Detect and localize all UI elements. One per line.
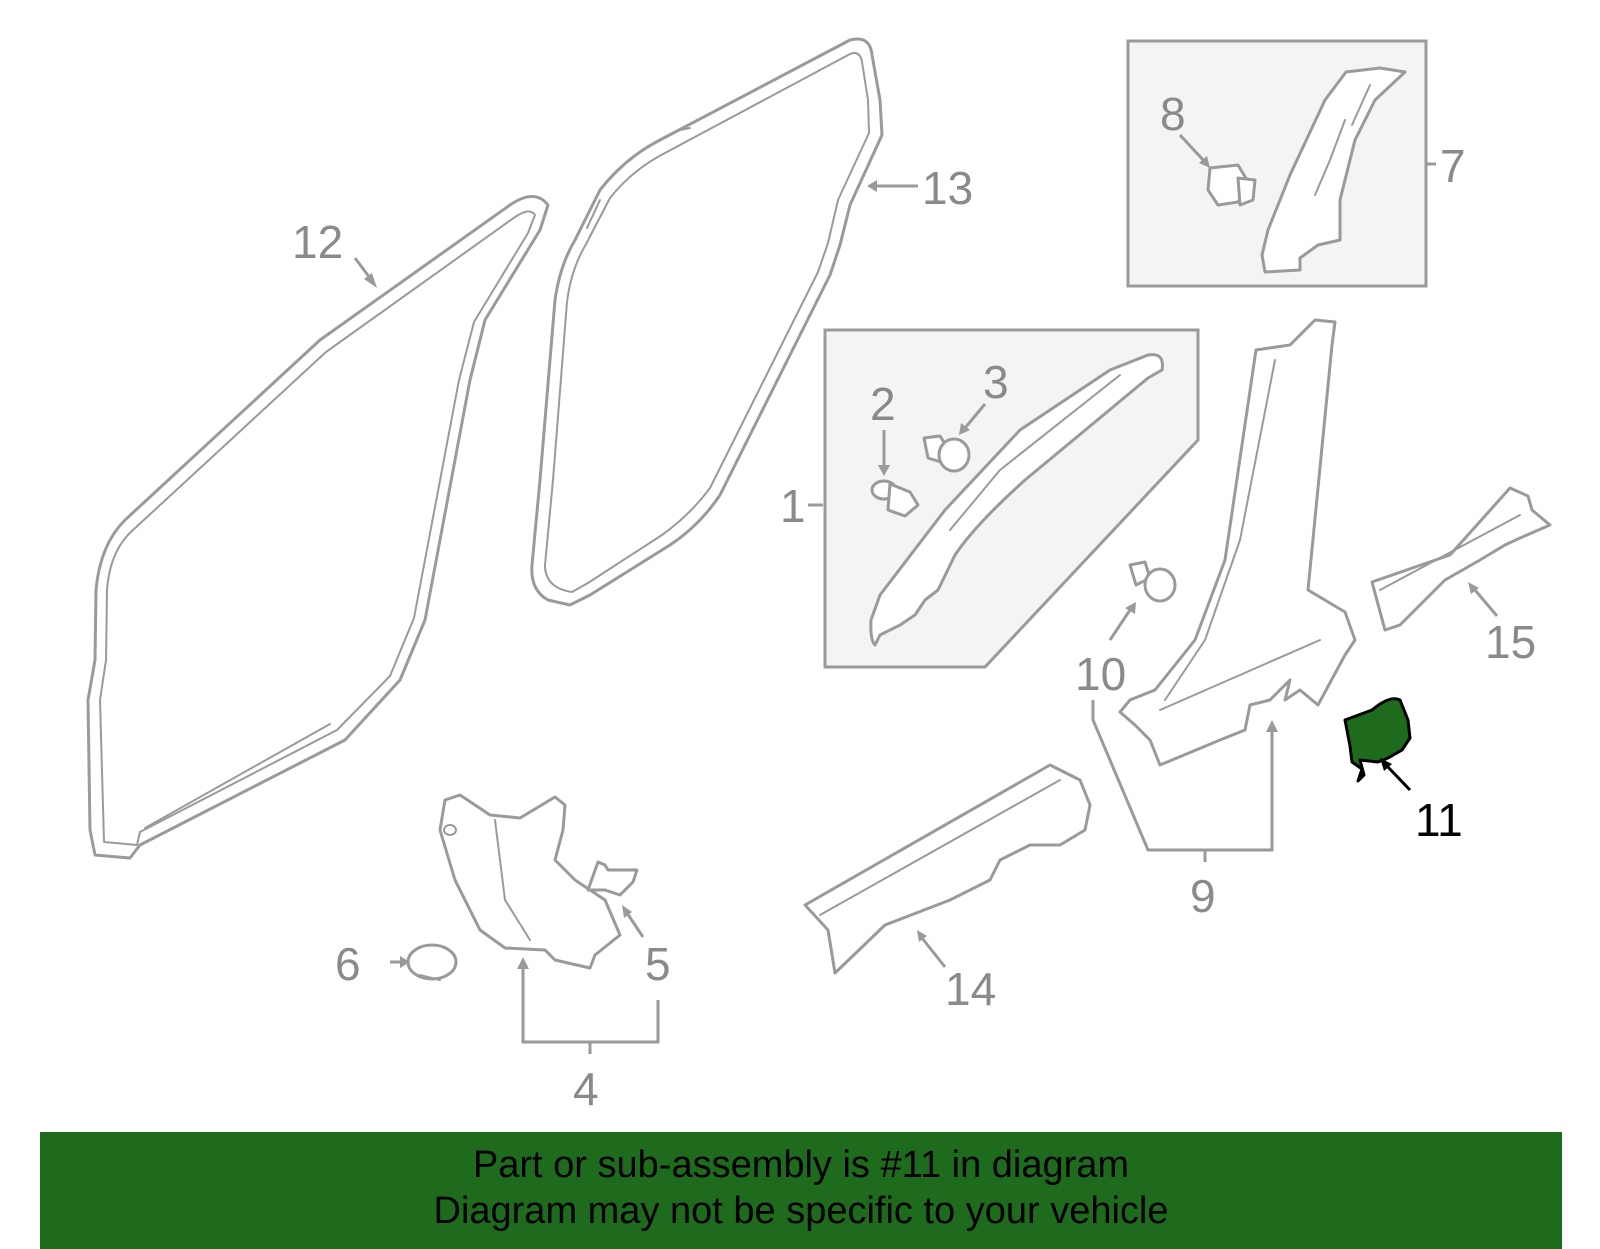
part-14-scuff-plate[interactable] xyxy=(803,763,1092,975)
part-11-highlighted[interactable] xyxy=(1343,697,1412,783)
leader-lines xyxy=(353,133,1499,1054)
banner-line-2: Diagram may not be specific to your vehi… xyxy=(433,1190,1169,1232)
part-15-scuff-plate[interactable] xyxy=(1370,486,1552,632)
callout-3: 3 xyxy=(983,356,1009,408)
part-5-clip[interactable] xyxy=(586,860,639,897)
part-13-weatherstrip[interactable] xyxy=(530,37,884,607)
part-8-clip[interactable] xyxy=(1206,163,1257,207)
callout-13: 13 xyxy=(922,162,973,214)
part-11-shape[interactable] xyxy=(1343,697,1412,783)
callout-4: 4 xyxy=(573,1063,599,1115)
callout-9: 9 xyxy=(1190,870,1216,922)
callout-5: 5 xyxy=(645,938,671,990)
callout-6: 6 xyxy=(335,938,361,990)
part-9-pillar-trim[interactable] xyxy=(1118,318,1357,767)
callout-labels: 12 13 1 2 3 8 7 10 11 15 9 14 6 5 4 xyxy=(292,88,1536,1115)
part-7-pillar-trim[interactable] xyxy=(1260,66,1407,274)
part-10-clip[interactable] xyxy=(1128,560,1177,603)
callout-10: 10 xyxy=(1075,648,1126,700)
part-6-plug[interactable] xyxy=(406,943,458,981)
callout-12: 12 xyxy=(292,216,343,268)
part-1-pillar-trim[interactable] xyxy=(869,353,1164,647)
part-3-clip[interactable] xyxy=(922,434,971,473)
callout-1: 1 xyxy=(780,480,806,532)
callout-15: 15 xyxy=(1485,616,1536,668)
part-4-trim-panel[interactable] xyxy=(438,793,622,970)
callout-11: 11 xyxy=(1415,794,1463,846)
banner-line-1: Part or sub-assembly is #11 in diagram xyxy=(472,1144,1130,1186)
part-2-clip[interactable] xyxy=(870,479,920,518)
callout-8: 8 xyxy=(1160,88,1186,140)
part-12-weatherstrip[interactable] xyxy=(86,195,550,860)
callout-7: 7 xyxy=(1440,140,1466,192)
callout-2: 2 xyxy=(870,378,896,430)
info-banner: Part or sub-assembly is #11 in diagram D… xyxy=(40,1132,1562,1249)
callout-14: 14 xyxy=(945,963,996,1015)
